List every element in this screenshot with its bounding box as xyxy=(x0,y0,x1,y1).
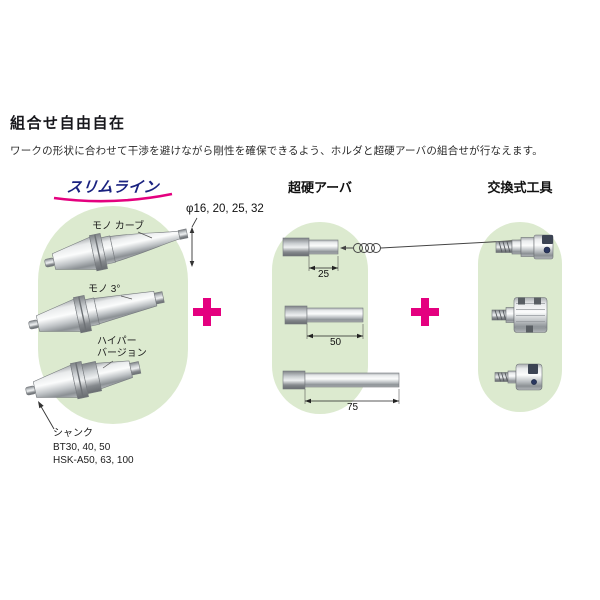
section-description: ワークの形状に合わせて干渉を避けながら剛性を確保できるよう、ホルダと超硬アーバの… xyxy=(10,145,544,157)
arbor-medium-dimension xyxy=(306,324,364,339)
arbor-long-dimension xyxy=(304,389,400,404)
tools-column-header: 交換式工具 xyxy=(487,180,553,195)
shank-leader-arrow xyxy=(38,401,55,430)
arbor-long-illustration xyxy=(282,370,400,390)
holder-mono-3deg-illustration xyxy=(28,290,165,334)
leader-line xyxy=(120,295,133,300)
diameter-dimension-arrow xyxy=(189,227,195,267)
holder-hyper-version-illustration xyxy=(25,360,142,400)
plus-icon xyxy=(411,298,439,326)
section-title: 組合せ自由自在 xyxy=(10,115,126,132)
holder-label-mono-3deg: モノ 3° xyxy=(88,284,121,295)
shank-note: シャンク BT30, 40, 50 HSK-A50, 63, 100 xyxy=(53,427,134,468)
diameter-leader-line xyxy=(191,217,198,228)
slimline-logo-underline xyxy=(53,192,173,203)
slimline-logo: スリムライン xyxy=(65,179,160,196)
arbor-column-header: 超硬アーバ xyxy=(287,180,353,195)
leader-line xyxy=(102,360,114,369)
arbor-diameter-label: φ16, 20, 25, 32 xyxy=(186,203,264,215)
cutter-insert-head-illustration xyxy=(495,234,554,260)
holder-label-hyper-version: ハイパー バージョン xyxy=(97,336,147,359)
shank-note-hsk-sizes: HSK-A50, 63, 100 xyxy=(53,455,134,466)
holder-label-mono-curve: モノ カーブ xyxy=(92,221,145,232)
holder-mono-curve-illustration xyxy=(44,228,189,272)
plus-icon xyxy=(193,298,221,326)
leader-line xyxy=(137,231,153,239)
cutter-roughing-head-illustration xyxy=(491,297,548,333)
arbor-short-illustration xyxy=(282,237,339,257)
arbor-short-dimension xyxy=(308,256,339,271)
arbor-length-label-25: 25 xyxy=(317,269,330,280)
shank-note-bt-sizes: BT30, 40, 50 xyxy=(53,441,111,453)
arbor-length-label-75: 75 xyxy=(346,402,359,413)
cutter-small-head-illustration xyxy=(494,363,543,391)
arbor-length-label-50: 50 xyxy=(329,337,342,348)
shank-note-title: シャンク xyxy=(53,428,93,439)
arbor-medium-illustration xyxy=(284,305,364,325)
